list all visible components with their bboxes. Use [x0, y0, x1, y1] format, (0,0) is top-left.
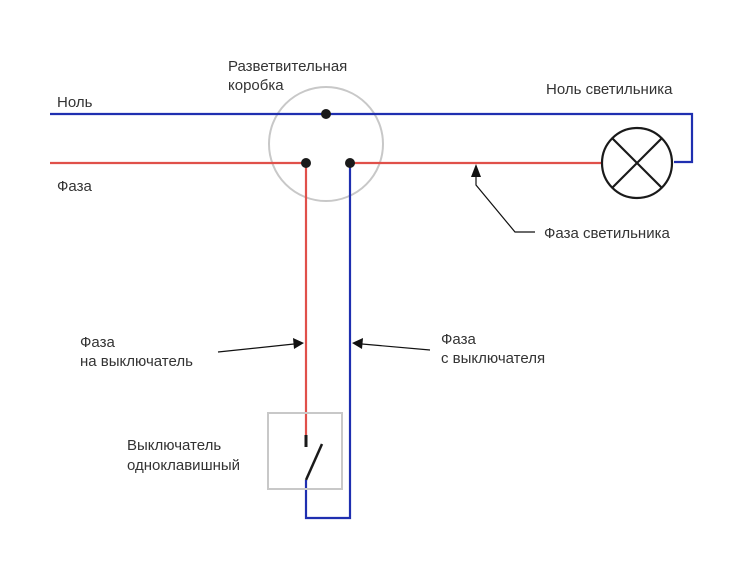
return-junction-dot	[345, 158, 355, 168]
phase-to-switch-leader	[217, 343, 295, 353]
switch-box	[267, 412, 343, 490]
phase-to-switch-label-line1: Фаза	[80, 334, 115, 351]
neutral-wire	[50, 112, 694, 164]
lamp-phase-label: Фаза светильника	[544, 225, 670, 242]
phase-from-switch-label-line2: с выключателя	[441, 350, 546, 367]
switch-label-line2: одноклавишный	[127, 457, 241, 474]
neutral-junction-dot	[321, 109, 331, 119]
phase-junction-dot	[301, 158, 311, 168]
junction-box	[268, 86, 384, 202]
junction-box-label-line2: коробка	[228, 77, 284, 94]
lamp-icon	[600, 126, 674, 200]
lamp-phase-arrowhead	[471, 164, 481, 177]
switch-blade	[304, 443, 324, 481]
phase-from-switch-label-line1: Фаза	[441, 331, 476, 348]
phase-from-switch-leader	[361, 343, 431, 351]
phase-to-switch-arrowhead	[293, 338, 304, 349]
phase-from-switch-arrowhead	[352, 338, 363, 349]
phase-label: Фаза	[57, 178, 92, 195]
neutral-label: Ноль	[57, 94, 93, 111]
phase-to-switch-label-line2: на выключатель	[80, 353, 193, 370]
lamp-neutral-label: Ноль светильника	[546, 81, 673, 98]
lamp-phase-leader	[475, 173, 535, 233]
phase-from-switch-wire	[304, 163, 352, 520]
junction-box-label-line1: Разветвительная	[228, 58, 348, 75]
switch-label-line1: Выключатель	[127, 437, 222, 454]
